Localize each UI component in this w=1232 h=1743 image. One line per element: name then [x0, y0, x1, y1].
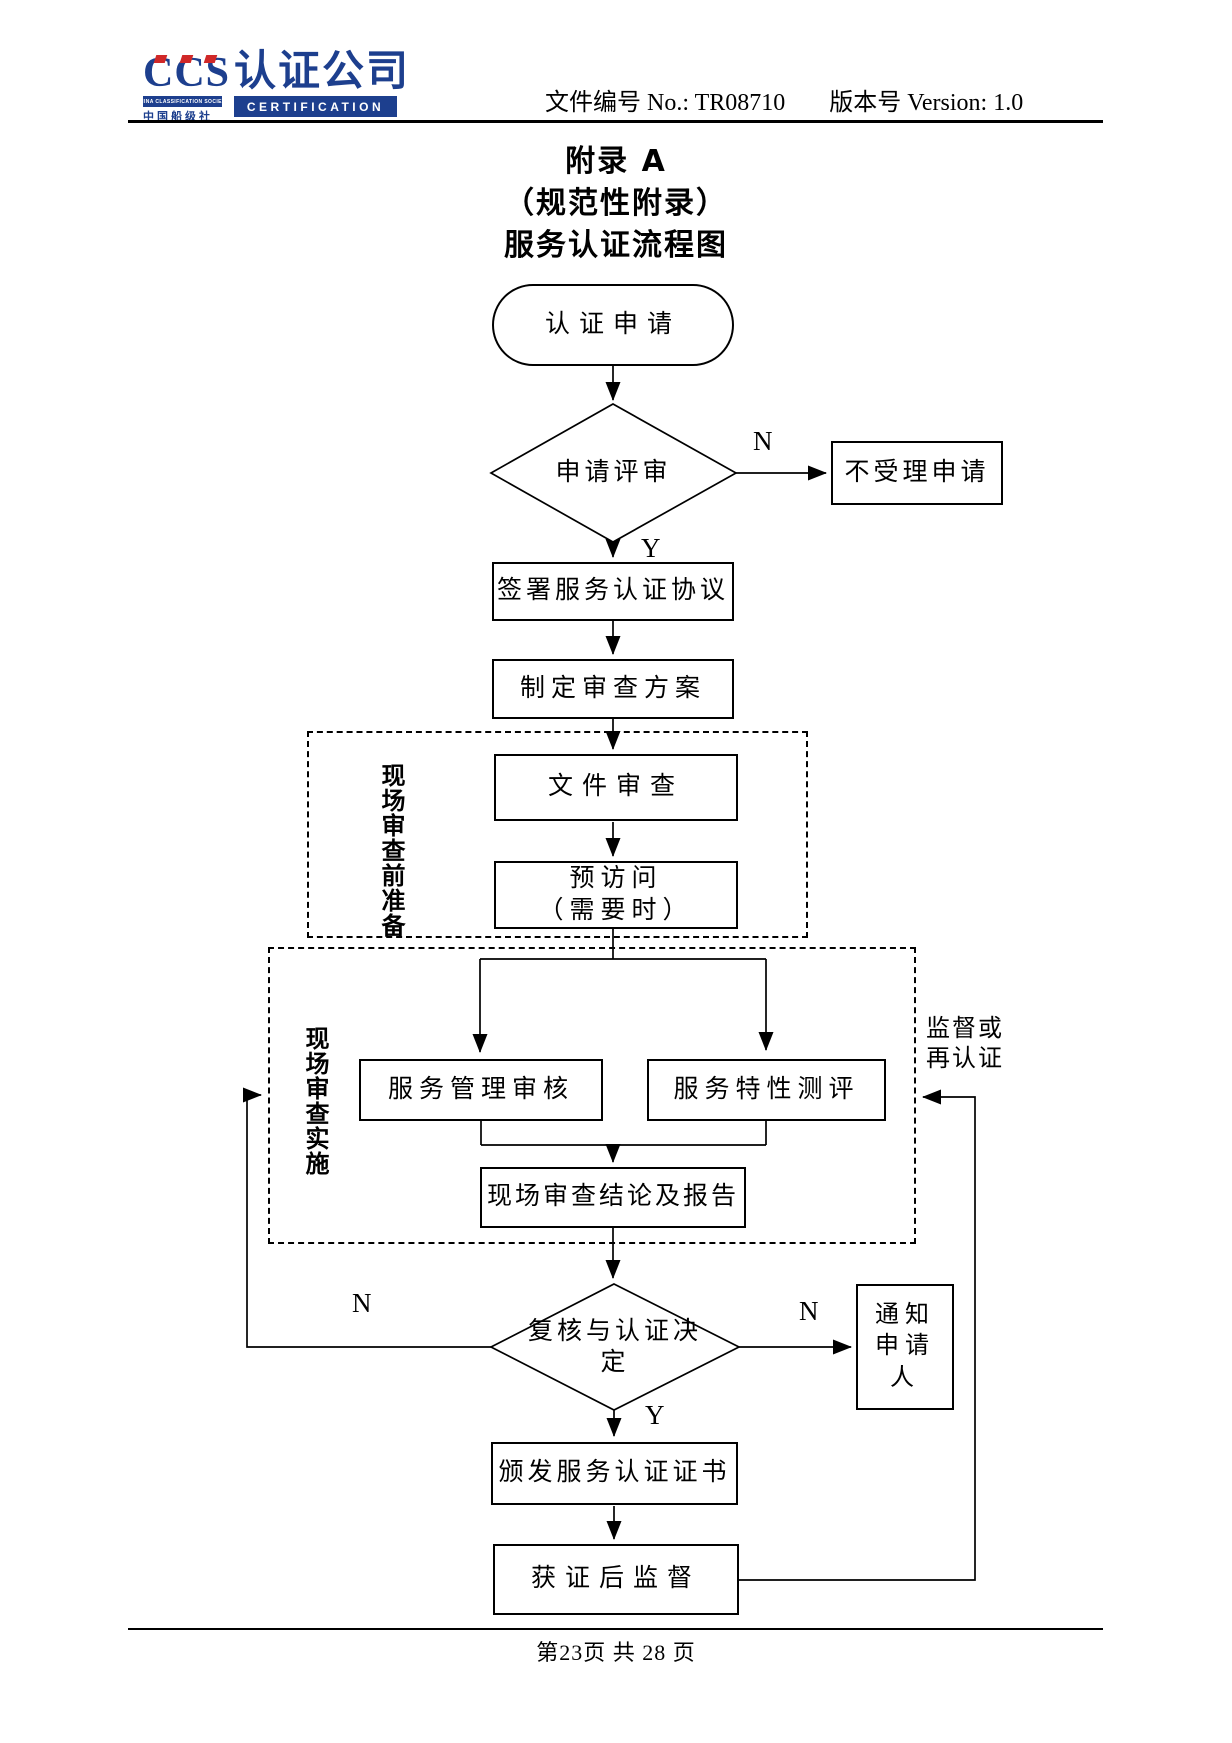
decision-review-label: 申请评审 — [555, 459, 672, 487]
footer-rule — [128, 1628, 1103, 1630]
supervision-note-line1: 监督或 — [926, 1016, 1004, 1042]
merge-connector — [480, 1121, 767, 1146]
node-issue-certificate: 颁发服务认证证书 — [491, 1442, 738, 1505]
notify-line2: 申请 — [875, 1333, 935, 1360]
society-name-en: CHINA CLASSIFICATION SOCIETY — [136, 96, 229, 107]
appendix-subtitle: （规范性附录） — [504, 186, 728, 221]
pre-visit-line2: （需要时） — [538, 897, 694, 924]
flowchart-title: 服务认证流程图 — [504, 228, 728, 263]
branch-label-no-1: N — [753, 426, 773, 456]
page-number: 第23页 共 28 页 — [536, 1640, 696, 1665]
header-rule — [128, 120, 1103, 123]
start-node-application: 认证申请 — [492, 284, 734, 366]
document-version: 版本号 Version: 1.0 — [829, 90, 1024, 116]
branch-label-yes-1: Y — [641, 533, 661, 563]
decision-certification-label: 复核与认证决 定 — [491, 1284, 739, 1410]
group-onsite-audit-label: 现场审查实施 — [301, 1026, 329, 1176]
supervision-note-line2: 再认证 — [926, 1046, 1004, 1072]
feedback-no-loop — [243, 1087, 491, 1348]
group-pre-audit-preparation — [307, 731, 808, 938]
split-connector — [480, 929, 766, 960]
supervision-recertification-note: 监督或 再认证 — [926, 1014, 1004, 1074]
notify-line3: 人 — [890, 1364, 920, 1391]
society-name-cn: 中国船级社 — [143, 110, 213, 123]
node-service-management-audit: 服务管理审核 — [359, 1059, 603, 1121]
node-document-review: 文件审查 — [494, 754, 738, 821]
decision-diamond-review — [489, 403, 738, 543]
brand-name-cn: 认证公司 — [234, 46, 411, 95]
node-pre-visit: 预访问 （需要时） — [494, 861, 738, 929]
pre-visit-line1: 预访问 — [569, 864, 663, 892]
appendix-title: 附录 A — [565, 144, 667, 179]
document-meta: 文件编号 No.: TR08710 版本号 Version: 1.0 — [545, 82, 1023, 117]
node-make-audit-plan: 制定审查方案 — [492, 659, 734, 719]
node-reject-application: 不受理申请 — [831, 441, 1003, 505]
brand-name-en: CERTIFICATION — [234, 96, 397, 117]
decision-certification-line2: 定 — [600, 1349, 630, 1376]
node-notify-applicant: 通知 申请 人 — [856, 1284, 954, 1410]
branch-label-no-left: N — [352, 1288, 372, 1318]
node-sign-agreement: 签署服务认证协议 — [492, 562, 734, 621]
node-onsite-audit-conclusion-report: 现场审查结论及报告 — [480, 1167, 746, 1228]
document-number: 文件编号 No.: TR08710 — [545, 90, 786, 116]
branch-label-no-2: N — [799, 1296, 819, 1326]
decision-certification-line1: 复核与认证决 — [527, 1317, 702, 1345]
branch-label-yes-2: Y — [645, 1400, 665, 1430]
node-post-certification-supervision: 获证后监督 — [493, 1544, 739, 1615]
group-onsite-audit-implementation — [268, 947, 916, 1244]
node-service-characteristic-evaluation: 服务特性测评 — [647, 1059, 886, 1121]
group-pre-audit-label: 现场审查前准备 — [377, 763, 405, 938]
notify-line1: 通知 — [875, 1302, 935, 1329]
feedback-supervision-loop — [738, 1089, 976, 1581]
decision-diamond-certification — [489, 1283, 741, 1411]
